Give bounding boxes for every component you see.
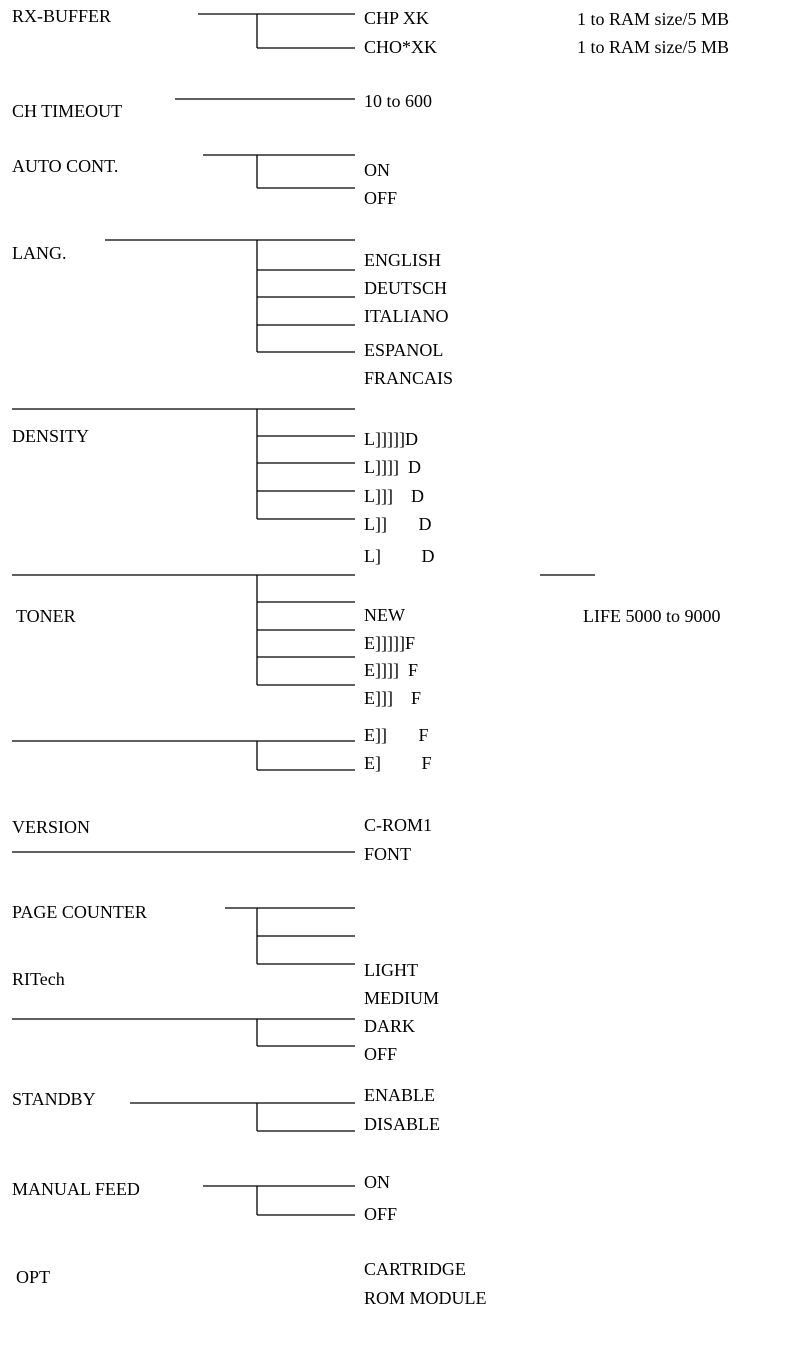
range-cho-xk: 1 to RAM size/5 MB bbox=[577, 37, 730, 57]
menu-label-ch-timeout: CH TIMEOUT bbox=[12, 101, 123, 121]
menu-label-ritech: RITech bbox=[12, 969, 65, 989]
menu-label-auto-cont: AUTO CONT. bbox=[12, 156, 119, 176]
menu-label-toner: TONER bbox=[16, 606, 76, 626]
menu-label-lang: LANG. bbox=[12, 243, 67, 263]
option-standby-enable: ENABLE bbox=[364, 1085, 435, 1105]
option-toner-level: E]]]]]F bbox=[364, 633, 415, 653]
option-espanol: ESPANOL bbox=[364, 340, 444, 360]
option-chp-xk: CHP XK bbox=[364, 8, 429, 28]
option-ritech-light: LIGHT bbox=[364, 960, 418, 980]
option-toner-new: NEW bbox=[364, 605, 405, 625]
option-density-level: L]]]] D bbox=[364, 457, 421, 477]
option-francais: FRANCAIS bbox=[364, 368, 454, 388]
option-density-level: L] D bbox=[364, 546, 435, 566]
menu-label-rx-buffer: RX-BUFFER bbox=[12, 6, 112, 26]
option-italiano: ITALIANO bbox=[364, 306, 449, 326]
option-density-level: L]]] D bbox=[364, 486, 424, 506]
option-ritech-dark: DARK bbox=[364, 1016, 416, 1036]
option-font: FONT bbox=[364, 844, 412, 864]
option-rom-module: ROM MODULE bbox=[364, 1288, 487, 1308]
option-toner-level: E] F bbox=[364, 753, 432, 773]
option-cho-xk: CHO*XK bbox=[364, 37, 438, 57]
option-deutsch: DEUTSCH bbox=[364, 278, 448, 298]
option-timeout-range: 10 to 600 bbox=[364, 91, 433, 111]
option-density-level: L]] D bbox=[364, 514, 432, 534]
menu-label-density: DENSITY bbox=[12, 426, 89, 446]
option-english: ENGLISH bbox=[364, 250, 441, 270]
option-auto-cont-on: ON bbox=[364, 160, 390, 180]
range-chp-xk: 1 to RAM size/5 MB bbox=[577, 9, 730, 29]
option-manual-feed-on: ON bbox=[364, 1172, 390, 1192]
menu-label-version: VERSION bbox=[12, 817, 91, 837]
option-density-level: L]]]]]D bbox=[364, 429, 418, 449]
option-cartridge: CARTRIDGE bbox=[364, 1259, 466, 1279]
option-toner-level: E]] F bbox=[364, 725, 429, 745]
option-auto-cont-off: OFF bbox=[364, 188, 398, 208]
option-c-rom1: C-ROM1 bbox=[364, 815, 433, 835]
option-manual-feed-off: OFF bbox=[364, 1204, 398, 1224]
menu-label-manual-feed: MANUAL FEED bbox=[12, 1179, 140, 1199]
menu-label-page-counter: PAGE COUNTER bbox=[12, 902, 147, 922]
menu-label-standby: STANDBY bbox=[12, 1089, 96, 1109]
option-ritech-off: OFF bbox=[364, 1044, 398, 1064]
menu-label-opt: OPT bbox=[16, 1267, 51, 1287]
option-toner-level: E]]] F bbox=[364, 688, 421, 708]
option-ritech-medium: MEDIUM bbox=[364, 988, 439, 1008]
toner-life-range: LIFE 5000 to 9000 bbox=[583, 606, 721, 626]
option-standby-disable: DISABLE bbox=[364, 1114, 440, 1134]
option-toner-level: E]]]] F bbox=[364, 660, 418, 680]
